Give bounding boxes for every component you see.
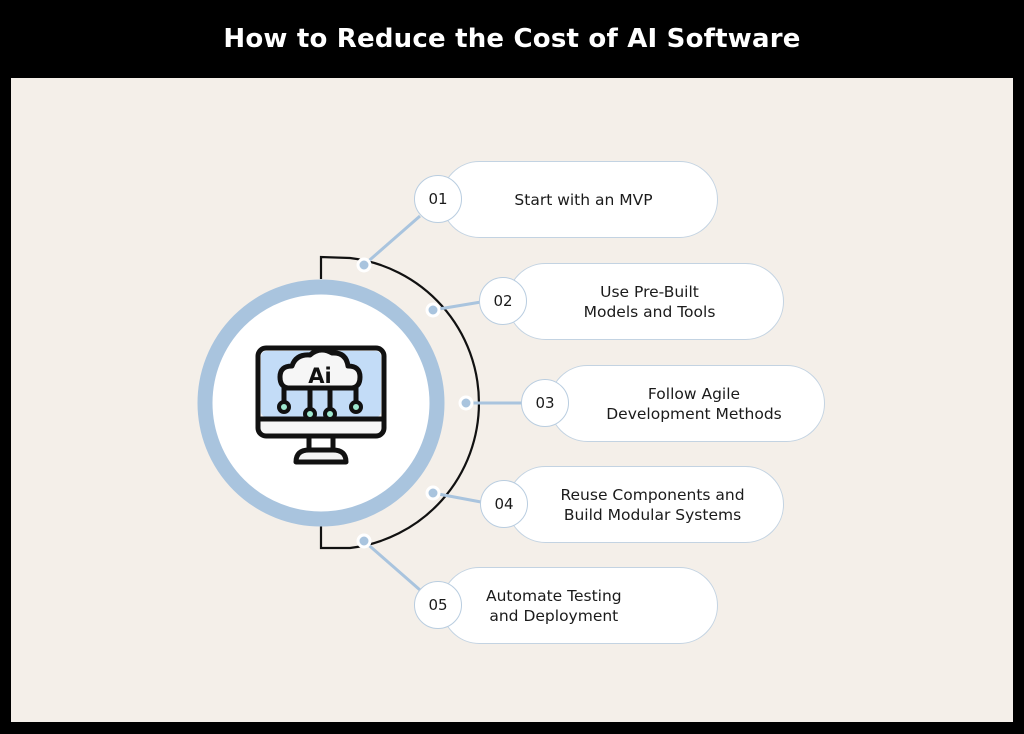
step-text: Use Pre-Built Models and Tools — [583, 282, 716, 321]
connector-dot — [458, 395, 474, 411]
connector-dot — [425, 302, 441, 318]
step-number-badge: 01 — [414, 175, 462, 223]
step-text: Follow Agile Development Methods — [606, 384, 782, 423]
page-title: How to Reduce the Cost of AI Software — [223, 24, 801, 54]
step-card-4: Reuse Components and Build Modular Syste… — [507, 466, 784, 543]
step-text: Reuse Components and Build Modular Syste… — [560, 485, 745, 524]
step-number-badge: 02 — [479, 277, 527, 325]
connector-dot — [356, 257, 372, 273]
ai-cloud-monitor-icon — [255, 345, 387, 465]
step-card-5: Automate Testing and Deployment — [441, 567, 718, 644]
connector-dot — [356, 533, 372, 549]
step-number-badge: 03 — [521, 379, 569, 427]
step-card-2: Use Pre-Built Models and Tools — [507, 263, 784, 340]
ai-label: Ai — [308, 364, 331, 388]
step-number-badge: 04 — [480, 480, 528, 528]
step-card-3: Follow Agile Development Methods — [549, 365, 825, 442]
connector-dot — [425, 485, 441, 501]
step-number-badge: 05 — [414, 581, 462, 629]
step-text: Automate Testing and Deployment — [486, 586, 622, 625]
step-text: Start with an MVP — [514, 190, 653, 209]
step-card-1: Start with an MVP — [441, 161, 718, 238]
